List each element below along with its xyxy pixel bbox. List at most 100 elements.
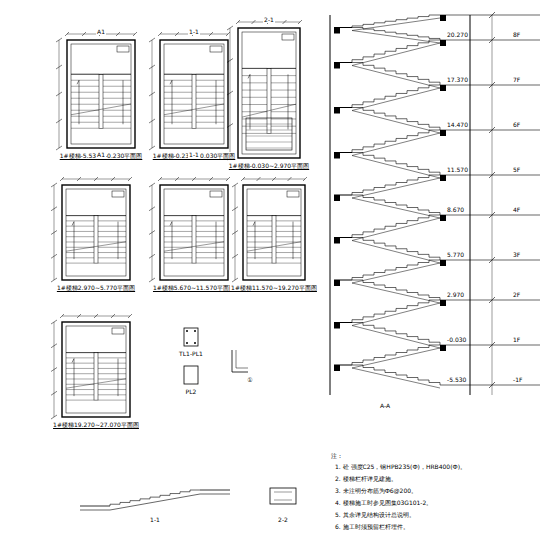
- dimension-tick: [241, 177, 245, 181]
- stair-flight: [352, 323, 440, 346]
- tread-line: [276, 226, 301, 227]
- elevation: 14.470: [446, 121, 469, 128]
- tread-line: [271, 75, 296, 76]
- landing-beam: [334, 153, 340, 159]
- view-mark: ①: [246, 376, 253, 383]
- tread-line: [71, 74, 99, 75]
- stair-flight: [352, 260, 440, 280]
- tread-line: [271, 82, 296, 83]
- stair-flight: [352, 175, 440, 195]
- dimension-tick: [51, 207, 57, 211]
- elevation: 5.770: [446, 251, 465, 258]
- break-line: [71, 104, 131, 115]
- step-line: [246, 124, 292, 125]
- elevation: 8.670: [446, 206, 465, 213]
- direction-arrow: [170, 222, 172, 260]
- plan-view: 1#楼梯19.270~27.070平面图: [50, 322, 142, 431]
- dimension-tick: [111, 314, 115, 318]
- tread-line: [103, 122, 131, 123]
- dimension-line: [492, 15, 493, 395]
- tread-line: [196, 215, 224, 216]
- floor-label: -1F: [512, 376, 523, 383]
- dimension-tick: [133, 32, 137, 36]
- landing-beam: [334, 28, 340, 34]
- direction-arrow: [72, 359, 74, 397]
- node-detail: [236, 350, 248, 368]
- stair-flight: [352, 40, 440, 63]
- dimension-tick: [298, 20, 302, 24]
- tread-line: [103, 80, 131, 81]
- tread-line: [196, 128, 224, 129]
- dimension-tick: [51, 415, 57, 419]
- note-text: 5. 其余详见结构设计总说明。: [334, 511, 416, 518]
- beam-mark: [210, 191, 222, 197]
- section-mark: 2-2: [277, 516, 289, 523]
- stair-well: [272, 216, 276, 264]
- stair-flight: [352, 63, 440, 86]
- dimension-tick: [227, 59, 233, 63]
- tread-line: [164, 74, 192, 75]
- tread-line: [98, 236, 126, 237]
- dimension-tick: [272, 177, 276, 181]
- dimension-tick: [149, 278, 155, 282]
- stair-flight: [352, 195, 440, 215]
- slab-soffit: [352, 263, 440, 283]
- tread-line: [164, 98, 192, 99]
- dimension-tick: [94, 314, 98, 318]
- dimension-tick: [149, 146, 155, 150]
- dimension-tick: [60, 314, 64, 318]
- stair-flight: [352, 365, 440, 385]
- rebar-dot: [186, 330, 188, 332]
- wall-outline: [160, 40, 228, 148]
- tread-line: [164, 92, 192, 93]
- tread-line: [247, 236, 272, 237]
- tread-line: [98, 363, 126, 364]
- wall-line: [470, 15, 471, 395]
- stair-flight: [352, 153, 440, 176]
- view-mark: A-A: [379, 402, 391, 409]
- tread-line: [242, 82, 267, 83]
- tread-line: [66, 263, 94, 264]
- floor-label: 6F: [512, 121, 521, 128]
- tread-line: [66, 394, 94, 395]
- view-title: 1#楼梯19.270~27.070平面图: [52, 421, 140, 428]
- slab-soffit: [110, 494, 230, 510]
- rebar-line: [274, 500, 292, 501]
- level-line: [440, 40, 540, 41]
- tread-line: [103, 110, 131, 111]
- stair-plan: [56, 32, 137, 150]
- dimension-tick: [489, 342, 495, 348]
- dimension-tick: [51, 254, 57, 258]
- tread-line: [66, 236, 94, 237]
- dimension-tick: [303, 177, 307, 181]
- stair-plan: [149, 32, 230, 150]
- slab-soffit: [352, 283, 440, 303]
- slab-soffit: [352, 88, 440, 111]
- tread-line: [164, 263, 192, 264]
- break-line: [242, 104, 296, 117]
- tread-line: [164, 104, 192, 105]
- tread-line: [164, 80, 192, 81]
- dimension-tick: [283, 20, 287, 24]
- note-text: 注：: [330, 452, 344, 459]
- tread-line: [66, 241, 94, 242]
- stair-flight: [352, 130, 440, 153]
- view-title: 1#楼梯2.970~5.770平面图: [56, 284, 136, 291]
- dimension-tick: [232, 254, 238, 258]
- tread-line: [103, 74, 131, 75]
- dimension-tick: [227, 124, 233, 128]
- tread-line: [276, 252, 301, 253]
- direction-arrow: [72, 222, 74, 260]
- dimension-tick: [128, 314, 132, 318]
- slab-soffit: [352, 303, 440, 326]
- view-mark: TL1-PL1: [178, 350, 204, 357]
- tread-line: [98, 263, 126, 264]
- view-title: 1#楼梯11.570~19.270平面图: [230, 284, 318, 291]
- tread-line: [247, 257, 272, 258]
- slab-soffit: [352, 156, 440, 179]
- tread-line: [98, 373, 126, 374]
- tread-line: [164, 241, 192, 242]
- view-mark: A1: [96, 151, 106, 158]
- tread-line: [71, 86, 99, 87]
- plan-view: 1#楼梯2.970~5.770平面图: [54, 185, 138, 294]
